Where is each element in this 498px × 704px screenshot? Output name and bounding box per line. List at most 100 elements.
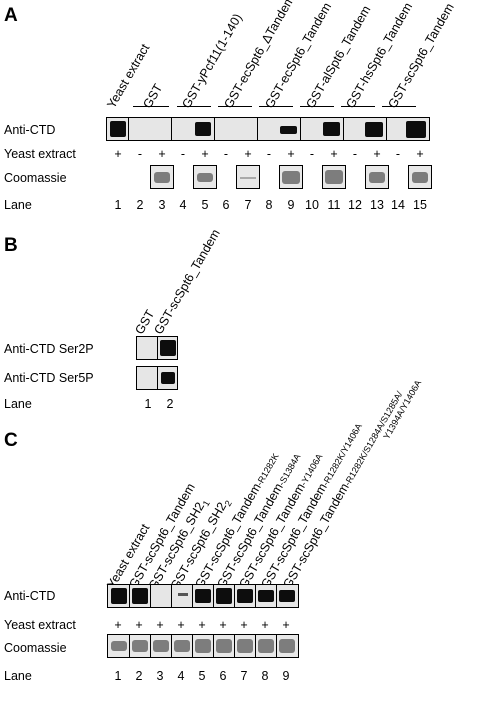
yeast-mark-12: - (352, 147, 358, 161)
c-lane-number-3: 3 (156, 669, 164, 683)
lane-number-9: 9 (287, 198, 295, 212)
underline-ecspt6-tandem (259, 106, 293, 107)
yeast-mark-9: + (287, 147, 295, 161)
band-c-lane-4 (178, 593, 188, 596)
blot-a-anti-ctd (106, 117, 430, 141)
yeast-mark-3: + (158, 147, 166, 161)
yeast-mark-5: + (201, 147, 209, 161)
blot-b-ser5p (136, 366, 178, 390)
band-c-lane-2 (132, 588, 148, 604)
band-c-lane-1 (111, 588, 127, 604)
coomassie-c-strip (107, 634, 299, 658)
lane-number-2: 2 (136, 198, 144, 212)
band-c-lane-9 (279, 590, 295, 602)
c-yeast-mark-2: + (135, 618, 143, 632)
panel-b-letter: B (4, 235, 18, 256)
coomassie-box-ecspt6-tandem (279, 165, 303, 189)
yeast-mark-1: + (114, 147, 122, 161)
row-label-ser5p: Anti-CTD Ser5P (4, 371, 94, 385)
panel-c-letter: C (4, 430, 18, 451)
yeast-mark-11: + (330, 147, 338, 161)
band-lane-15 (406, 121, 426, 138)
lane-number-14: 14 (391, 198, 405, 212)
c-lane-number-7: 7 (240, 669, 248, 683)
row-label-coomassie: Coomassie (4, 171, 67, 185)
row-label-ser2p: Anti-CTD Ser2P (4, 342, 94, 356)
band-ser5p-lane-2 (161, 372, 175, 384)
yeast-mark-6: - (223, 147, 229, 161)
c-yeast-mark-9: + (282, 618, 290, 632)
band-lane-1 (110, 121, 126, 137)
blot-c-anti-ctd (107, 584, 299, 608)
c-yeast-mark-1: + (114, 618, 122, 632)
c-lane-number-6: 6 (219, 669, 227, 683)
lane-number-6: 6 (222, 198, 230, 212)
band-lane-9 (280, 126, 297, 134)
row-label-lane-b: Lane (4, 397, 32, 411)
underline-gst (133, 106, 169, 107)
band-lane-13 (365, 122, 383, 137)
underline-hsspt6-tandem (341, 106, 375, 107)
row-label-c-lane: Lane (4, 669, 32, 683)
c-yeast-mark-6: + (219, 618, 227, 632)
lane-number-4: 4 (179, 198, 187, 212)
yeast-mark-10: - (309, 147, 315, 161)
lane-number-5: 5 (201, 198, 209, 212)
yeast-mark-2: - (137, 147, 143, 161)
lane-number-7: 7 (244, 198, 252, 212)
yeast-mark-15: + (416, 147, 424, 161)
yeast-mark-4: - (180, 147, 186, 161)
underline-ypcf11 (177, 106, 211, 107)
coomassie-box-ypcf11 (193, 165, 217, 189)
yeast-mark-14: - (395, 147, 401, 161)
band-lane-11 (323, 122, 340, 136)
c-yeast-mark-4: + (177, 618, 185, 632)
c-lane-number-1: 1 (114, 669, 122, 683)
lane-number-12: 12 (348, 198, 362, 212)
c-yeast-mark-8: + (261, 618, 269, 632)
panel-a-letter: A (4, 5, 18, 26)
yeast-mark-13: + (373, 147, 381, 161)
c-yeast-mark-3: + (156, 618, 164, 632)
row-label-yeast-extract: Yeast extract (4, 147, 76, 161)
lane-b-number-1: 1 (144, 397, 152, 411)
coomassie-box-hsspt6-tandem (365, 165, 389, 189)
c-lane-number-2: 2 (135, 669, 143, 683)
lane-b-number-2: 2 (166, 397, 174, 411)
blot-b-ser2p (136, 336, 178, 360)
c-lane-number-5: 5 (198, 669, 206, 683)
band-c-lane-8 (258, 590, 274, 602)
coomassie-box-scspt6-tandem (408, 165, 432, 189)
band-c-lane-7 (237, 589, 253, 603)
coomassie-box-alspt6-tandem (322, 165, 346, 189)
lane-number-8: 8 (265, 198, 273, 212)
lane-number-3: 3 (158, 198, 166, 212)
band-c-lane-6 (216, 588, 232, 604)
c-yeast-mark-5: + (198, 618, 206, 632)
lane-number-10: 10 (305, 198, 319, 212)
band-lane-5 (195, 122, 211, 136)
coomassie-box-gst (150, 165, 174, 189)
lane-number-13: 13 (370, 198, 384, 212)
band-c-lane-5 (195, 589, 211, 603)
row-label-c-anti-ctd: Anti-CTD (4, 589, 56, 603)
c-lane-number-9: 9 (282, 669, 290, 683)
coomassie-box-ecspt6-dtandem (236, 165, 260, 189)
underline-scspt6-tandem (382, 106, 416, 107)
lane-number-1: 1 (114, 198, 122, 212)
lane-number-11: 11 (327, 198, 341, 212)
yeast-mark-7: + (244, 147, 252, 161)
row-label-anti-ctd: Anti-CTD (4, 123, 56, 137)
lane-number-15: 15 (413, 198, 427, 212)
underline-alspt6-tandem (300, 106, 334, 107)
yeast-mark-8: - (266, 147, 272, 161)
c-yeast-mark-7: + (240, 618, 248, 632)
header-b-gst: GST (132, 307, 158, 337)
underline-ecspt6-dtandem (218, 106, 252, 107)
row-label-c-coomassie: Coomassie (4, 641, 67, 655)
c-lane-number-8: 8 (261, 669, 269, 683)
header-b-gst-scspt6-tandem: GST-scSpt6_Tandem (151, 226, 223, 337)
band-ser2p-lane-2 (160, 340, 176, 356)
row-label-c-yeast-extract: Yeast extract (4, 618, 76, 632)
c-lane-number-4: 4 (177, 669, 185, 683)
